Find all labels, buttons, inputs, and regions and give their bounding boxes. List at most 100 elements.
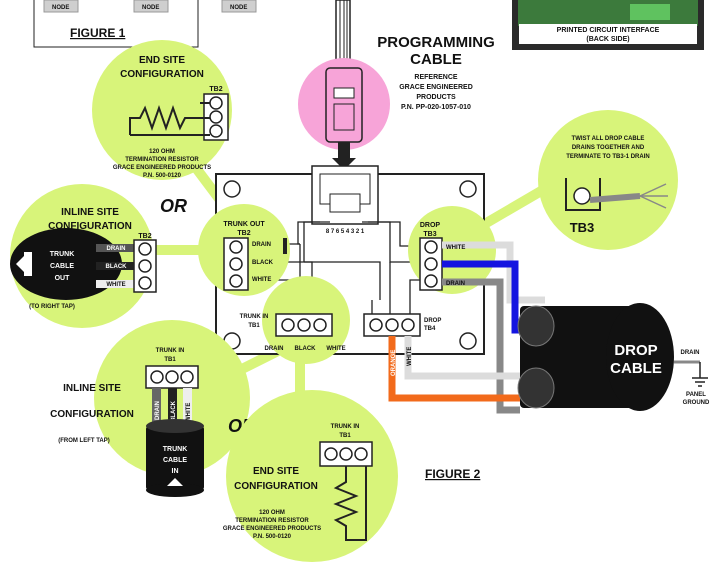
- twist-note-bubble: TWIST ALL DROP CABLE DRAINS TOGETHER AND…: [538, 110, 678, 250]
- figure-1-title: FIGURE 1: [70, 26, 126, 40]
- resistor-symbol: [333, 466, 367, 541]
- trunk-in-label-line1: TRUNK IN: [240, 314, 269, 320]
- panel-ground-line2: GROUND: [683, 400, 710, 406]
- end-site-top-tb-label: TB2: [209, 86, 222, 93]
- trunk-cable-out: [10, 228, 122, 300]
- inline-site-top-title-line2: CONFIGURATION: [48, 221, 132, 232]
- end-bottom-note-line2: TERMINATION RESISTOR: [235, 518, 309, 524]
- pcb-caption-line2: (BACK SIDE): [586, 36, 629, 43]
- inline-bottom-title-line1: INLINE SITE: [63, 383, 121, 394]
- wire-label: WHITE: [186, 403, 192, 422]
- end-site-top-title-line1: END SITE: [139, 55, 185, 66]
- screw-terminal: [297, 318, 311, 332]
- wire-label: DRAIN: [265, 346, 284, 352]
- drop-cable-label-line1: DROP: [614, 342, 657, 359]
- drop-wire-label: WHITE: [446, 245, 465, 251]
- programming-cable-ref-line4: P.N. PP-020-1057-010: [401, 104, 471, 111]
- inline-bottom-tb-line1: TRUNK IN: [156, 348, 185, 354]
- screw-terminal: [229, 257, 243, 271]
- drop-cable-label-line2: CABLE: [610, 360, 662, 377]
- screw-terminal: [424, 257, 438, 271]
- screw-terminal: [324, 447, 338, 461]
- programming-cable: [298, 0, 390, 170]
- node-label: NODE: [52, 5, 69, 11]
- wire-label: DRAIN: [155, 401, 161, 420]
- end-site-bottom-bubble: TRUNK IN TB1 END SITE CONFIGURATION 120 …: [223, 390, 398, 562]
- tb4-label-line1: DROP: [424, 318, 441, 324]
- screw-terminal: [150, 370, 164, 384]
- wire-label: BLACK: [295, 346, 317, 352]
- panel-ground-line1: PANEL: [686, 392, 706, 398]
- trunk-cable-out-line3: OUT: [55, 275, 71, 282]
- screw-terminal: [339, 447, 353, 461]
- programming-cable-ref-line1: REFERENCE: [414, 74, 458, 81]
- wire-label: BLACK: [171, 400, 177, 422]
- screw-terminal: [229, 240, 243, 254]
- trunk-in-label-line2: TB1: [248, 323, 260, 329]
- screw-terminal: [385, 318, 399, 332]
- wire-label: DRAIN: [252, 242, 271, 248]
- pcb-caption-line1: PRINTED CIRCUIT INTERFACE: [557, 27, 660, 34]
- node-label: NODE: [230, 5, 247, 11]
- inline-site-top-title-line1: INLINE SITE: [61, 207, 119, 218]
- orange-wire: [388, 336, 560, 402]
- programming-cable-title-line2: CABLE: [410, 51, 462, 68]
- screw-terminal: [209, 110, 223, 124]
- end-site-top-note-line3: GRACE ENGINEERED PRODUCTS: [113, 165, 211, 171]
- wire-label: WHITE: [407, 347, 413, 366]
- screw-terminal: [229, 274, 243, 288]
- screw-terminal: [354, 447, 368, 461]
- trunk-cable-in-line2: CABLE: [163, 457, 187, 464]
- screw-terminal: [138, 242, 152, 256]
- end-site-top-bubble: END SITE CONFIGURATION TB2 120 OHM TERMI…: [92, 40, 232, 180]
- twist-note-line3: TERMINATE TO TB3-1 DRAIN: [566, 154, 649, 160]
- programming-cable-ref-line3: PRODUCTS: [416, 94, 456, 101]
- figure-1-panel: NODE NODE NODE FIGURE 1: [33, 0, 257, 48]
- screw-terminal: [180, 370, 194, 384]
- drop-cable: DROP CABLE DRAIN PANEL GROUND: [517, 303, 710, 411]
- programming-cable-title-line1: PROGRAMMING: [377, 34, 495, 51]
- trunk-out-label-line1: TRUNK OUT: [223, 221, 265, 228]
- capacitor-symbol: [283, 238, 287, 254]
- trunk-in-tb1-bubble: TRUNK IN TB1 DRAIN BLACK WHITE: [240, 276, 350, 364]
- trunk-cable-out-line1: TRUNK: [50, 251, 75, 258]
- figure-2-title: FIGURE 2: [425, 467, 481, 481]
- screw-terminal: [401, 318, 415, 332]
- twist-note-tb-label: TB3: [570, 220, 595, 235]
- end-bottom-tb-line2: TB1: [339, 433, 351, 439]
- wire-label: ORANGE: [391, 350, 397, 376]
- screw-terminal: [138, 276, 152, 290]
- programming-cable-ref-line2: GRACE ENGINEERED: [399, 84, 473, 91]
- end-bottom-note-line4: P.N. 500-0120: [253, 534, 292, 540]
- drop-tb3-label-line1: DROP: [420, 222, 441, 229]
- resistor-symbol: [129, 104, 210, 135]
- drop-wire-label: BLUE: [446, 263, 462, 269]
- twist-note-line1: TWIST ALL DROP CABLE: [572, 136, 645, 142]
- inline-bottom-tb-line2: TB1: [164, 357, 176, 363]
- end-bottom-tb-line1: TRUNK IN: [331, 424, 360, 430]
- rj45-plug: [325, 67, 363, 143]
- trunk-out-bubble: TRUNK OUT TB2 DRAIN BLACK WHITE: [198, 204, 290, 296]
- drop-tb3-label-line2: TB3: [423, 231, 436, 238]
- trunk-cable-in-line3: IN: [172, 468, 179, 475]
- inline-site-bottom-bubble: TRUNK IN TB1 DRAIN BLACK WHITE TRUNK CAB…: [50, 320, 250, 497]
- screw-terminal: [209, 124, 223, 138]
- end-site-top-note-line4: P.N. 500-0120: [143, 173, 182, 179]
- screw-terminal: [424, 240, 438, 254]
- pcb-photo: PRINTED CIRCUIT INTERFACE (BACK SIDE): [512, 0, 704, 50]
- wire-label: WHITE: [326, 346, 345, 352]
- end-site-top-note-line2: TERMINATION RESISTOR: [125, 157, 199, 163]
- wire-label: BLACK: [106, 264, 128, 270]
- wire-label: DRAIN: [107, 246, 126, 252]
- tb4-label-line2: TB4: [424, 326, 436, 332]
- trunk-cable-out-line2: CABLE: [50, 263, 74, 270]
- screw-terminal: [209, 96, 223, 110]
- drain-label: DRAIN: [681, 350, 700, 356]
- wire-label: BLACK: [252, 260, 274, 266]
- white-wire: [404, 336, 545, 380]
- inline-bottom-title-line2: CONFIGURATION: [50, 409, 134, 420]
- drop-wire-label: DRAIN: [446, 281, 465, 287]
- inline-site-top-tb-label: TB2: [138, 233, 151, 240]
- trunk-cable-in: [146, 426, 204, 490]
